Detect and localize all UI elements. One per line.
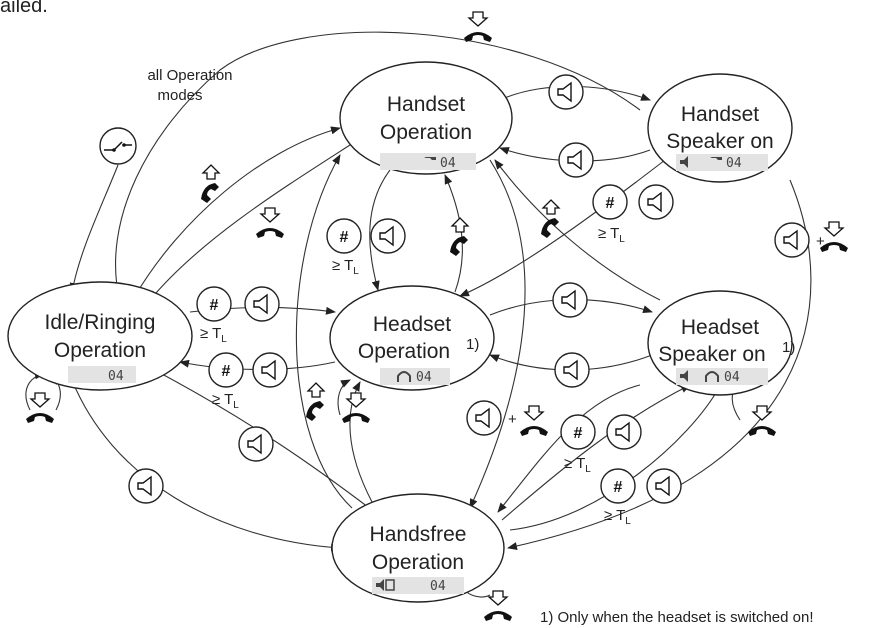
speaker-key-icon [606,414,642,450]
handset-up-icon [540,199,560,239]
headset-speaker-line2: Speaker on [658,343,765,366]
speaker-key-icon [558,142,594,178]
headset-display-text: 04 [416,370,432,385]
handset-display [380,153,476,170]
handset-down-icon [25,392,55,424]
handset-down-icon [341,392,371,424]
idle-display [68,366,136,383]
handsfree-line2: Operation [372,551,464,574]
state-handset-operation: Handset Operation 04 [339,61,513,175]
threshold-label: ≥ TL [564,455,591,475]
handset-icon [710,157,722,160]
handset-down-icon [463,11,493,43]
handset-down-icon [747,405,777,437]
speaker-key-icon [252,352,288,388]
speaker-key-icon [554,352,590,388]
state-headset-operation: Headset Operation 1) 04 [329,285,495,391]
speaker-key-icon [238,426,274,462]
handset-speaker-display-text: 04 [726,156,742,171]
speaker-key-icon [548,74,584,110]
handsfree-line1: Handsfree [370,523,467,546]
handsfree-display [372,577,464,594]
speaker-icon [680,156,688,168]
headset-line1: Headset [373,313,451,336]
handset-line2: Operation [380,121,472,144]
microphone-icon [385,579,395,591]
all-modes-line1: all Operation [147,67,232,84]
all-modes-line2: modes [157,87,202,104]
handsfree-display-text: 04 [430,579,446,594]
threshold-label: ≥ TL [598,225,625,245]
state-handsfree-operation: Handsfree Operation 04 [331,493,505,603]
hash-label: # [614,479,623,496]
headset-speaker-display [676,368,768,385]
idle-line2: Operation [54,339,146,362]
handset-speaker-line1: Handset [681,103,759,126]
hash-label: # [606,195,615,212]
threshold-label: ≥ TL [332,257,359,277]
state-headset-speaker-on: Headset Speaker on 1) 04 [647,290,795,396]
hash-label: # [574,425,583,442]
headset-icon [705,371,719,382]
hash-label: # [222,363,231,380]
speaker-key-icon [774,222,810,258]
switch-icon [99,127,137,165]
handset-up-icon [449,217,469,257]
all-modes-group: all Operation modes [99,67,233,165]
speaker-key-icon [646,468,682,504]
speaker-key-icon [128,468,164,504]
plus-label: + [816,233,825,250]
headset-line2: Operation [358,340,450,363]
hash-label: # [210,297,219,314]
headset-speaker-display-text: 04 [724,370,740,385]
idle-line1: Idle/Ringing [45,311,156,334]
handset-display-text: 04 [440,156,456,171]
handset-speaker-line2: Speaker on [666,130,773,153]
threshold-label: ≥ TL [200,325,227,345]
handset-down-icon [255,207,285,239]
footnote: 1) Only when the headset is switched on! [540,609,814,626]
threshold-label: ≥ TL [604,507,631,527]
handset-up-icon [305,382,325,422]
handset-speaker-display [676,154,768,171]
state-handset-speaker-on: Handset Speaker on 04 [647,73,793,183]
plus-label: + [508,411,517,428]
header-fragment: ailed. [0,0,48,17]
speaker-key-icon [466,400,502,436]
handset-display-icon [424,157,436,160]
headset-display [380,368,450,385]
speaker-key-icon [244,286,280,322]
handset-line1: Handset [387,93,465,116]
idle-display-text: 04 [108,369,124,384]
handset-down-icon [519,405,549,437]
hash-label: # [340,229,349,246]
headset-footnote-ref: 1) [466,336,479,353]
headset-icon [397,371,411,382]
threshold-label: ≥ TL [212,391,239,411]
speaker-icon [376,579,384,591]
speaker-key-icon [370,218,406,254]
headset-speaker-line1: Headset [681,316,759,339]
speaker-key-icon [638,184,674,220]
headset-speaker-footnote-ref: 1) [782,339,795,356]
state-idle-ringing-operation: Idle/Ringing Operation 04 [7,281,193,391]
handset-up-icon [200,164,220,204]
speaker-icon [680,370,688,382]
speaker-key-icon [552,282,588,318]
